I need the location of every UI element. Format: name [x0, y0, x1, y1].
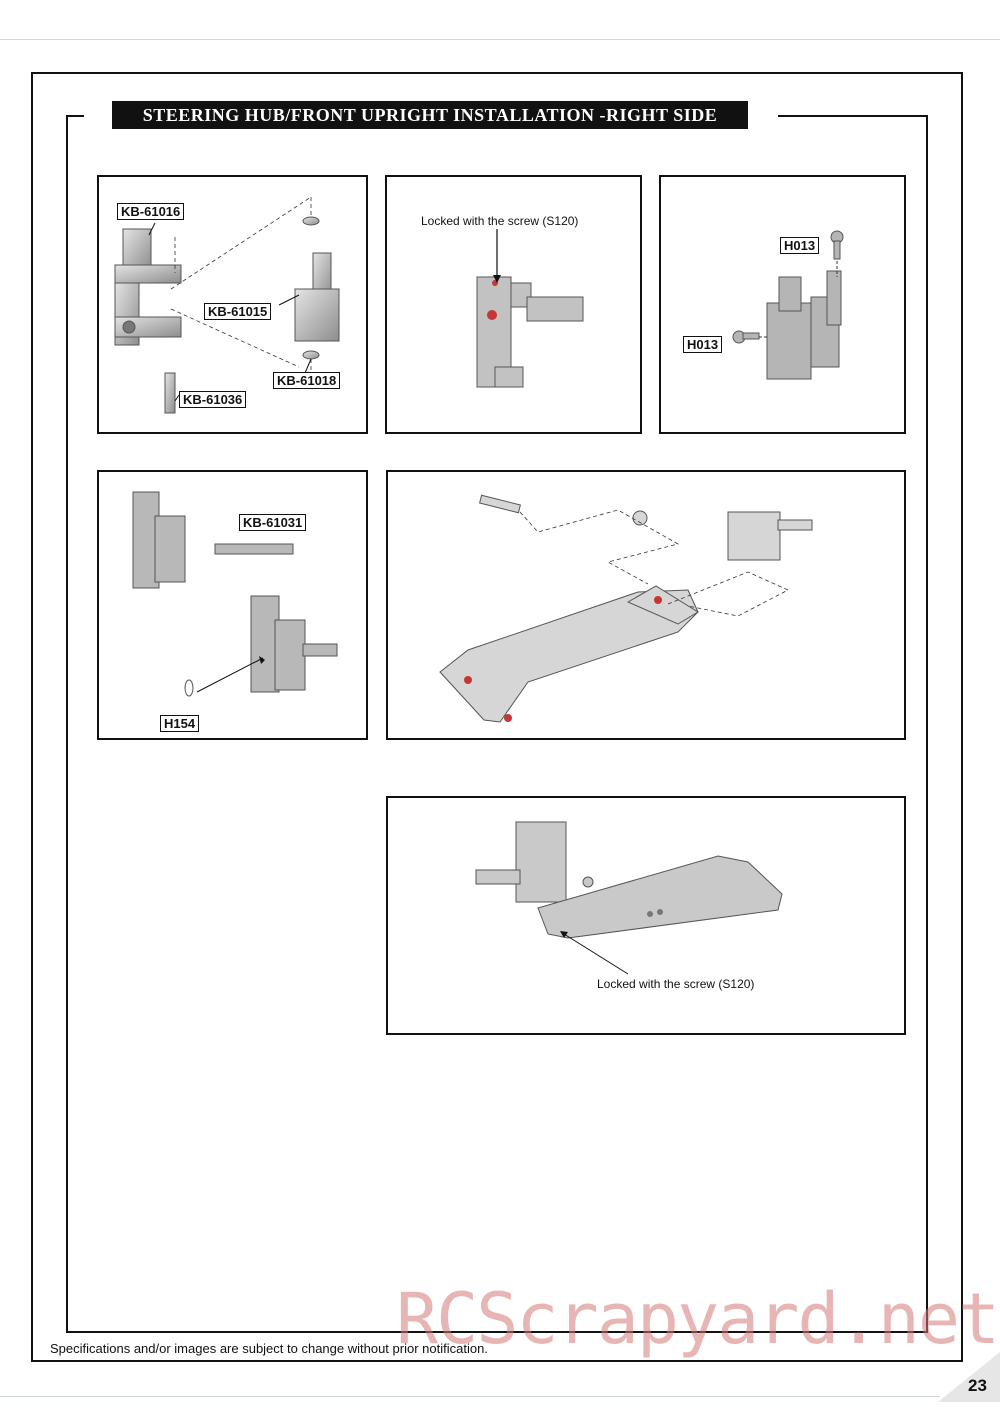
suspension-arm-exploded-illustration	[439, 494, 813, 723]
part-label-h013-side: H013	[683, 336, 723, 353]
panel-locked-screw: Locked with the screw (S120)	[385, 175, 642, 434]
part-label-kb-61018: KB-61018	[273, 372, 341, 389]
panel-axle-clip: KB-61031 H154	[97, 470, 368, 740]
hub-assembly-illustration	[476, 229, 584, 388]
ball-stud-illustration	[732, 230, 844, 380]
watermark: RCScrapyard.net	[396, 1278, 1000, 1360]
steering-block-illustration	[114, 196, 340, 414]
panel-arm-assembled: Locked with the screw (S120)	[386, 796, 906, 1035]
section-title: STEERING HUB/FRONT UPRIGHT INSTALLATION …	[112, 101, 748, 129]
page-number: 23	[968, 1376, 987, 1395]
top-rule	[0, 39, 1000, 40]
panel-arm-exploded	[386, 470, 906, 740]
part-label-h013-top: H013	[780, 237, 820, 254]
screw-lock-note-bottom: Locked with the screw (S120)	[597, 977, 755, 991]
panel-ball-studs: H013 H013	[659, 175, 906, 434]
bottom-rule	[0, 1396, 940, 1397]
panel-steering-block-exploded: KB-61016 KB-61015 KB-61018 KB-61036	[97, 175, 368, 434]
part-label-kb-61015: KB-61015	[204, 303, 272, 320]
part-label-h154: H154	[160, 715, 200, 732]
suspension-arm-assembled-illustration	[475, 821, 783, 975]
outer-frame	[31, 72, 963, 1362]
screw-lock-note: Locked with the screw (S120)	[421, 214, 579, 228]
disclaimer-text: Specifications and/or images are subject…	[50, 1341, 488, 1356]
part-label-kb-61031: KB-61031	[239, 514, 307, 531]
corner-tab	[938, 1352, 1000, 1402]
part-label-kb-61036: KB-61036	[179, 391, 247, 408]
part-label-kb-61016: KB-61016	[117, 203, 185, 220]
axle-clip-illustration	[132, 491, 338, 697]
